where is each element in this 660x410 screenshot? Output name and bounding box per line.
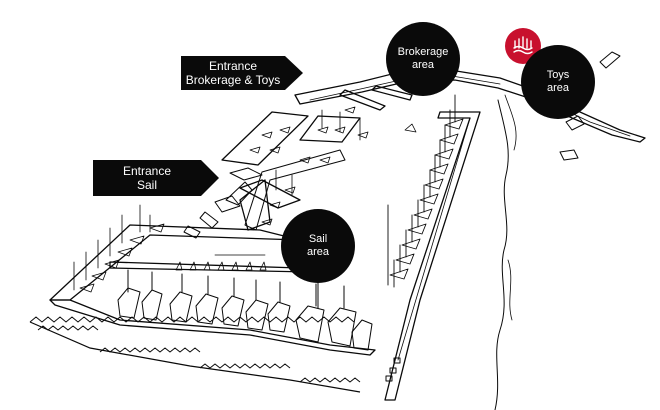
east-quay-boats (387, 94, 464, 288)
south-mole (109, 261, 311, 273)
central-boats (249, 106, 369, 226)
south-breakwater-zigzag (29, 316, 361, 393)
pontoon-middle (239, 179, 301, 209)
sign-line-1: Entrance (122, 164, 172, 178)
area-line-2: area (306, 246, 330, 258)
brokerage-jetty-2 (371, 85, 413, 101)
pontoon-sail-left (239, 179, 271, 231)
coastline (494, 99, 509, 410)
brokerage-jetty (339, 89, 386, 111)
pontoon-north-2 (299, 115, 361, 143)
entrance-brokerage-toys-sign: Entrance Brokerage & Toys (181, 56, 303, 90)
coastline-detail (504, 94, 517, 321)
area-line-1: Brokerage (397, 46, 449, 58)
south-berth-boats (117, 269, 373, 351)
sign-line-1: Entrance (208, 59, 258, 73)
west-basin-boats (73, 204, 267, 293)
area-line-2: area (411, 59, 435, 71)
area-line-1: Toys (546, 69, 570, 81)
toys-area-boats (559, 51, 621, 161)
area-line-1: Sail (308, 233, 328, 245)
sign-line-2: Sail (136, 178, 157, 192)
sign-line-2: Brokerage & Toys (185, 73, 281, 87)
area-line-2: area (546, 82, 570, 94)
west-basin (49, 224, 301, 301)
entrance-sail-sign: Entrance Sail (93, 160, 219, 196)
shore-posts (385, 357, 401, 382)
pontoon-north (221, 111, 309, 166)
buildings (183, 167, 263, 239)
west-basin-bottom (49, 299, 376, 356)
wave-crown-logo-icon (513, 36, 533, 55)
jetty-boat (404, 123, 417, 133)
brokerage-area-marker: Brokerage area (386, 22, 460, 96)
east-quay-edge (397, 117, 471, 361)
east-quay (384, 111, 481, 401)
toys-area-marker: Toys area (521, 45, 595, 119)
sail-area-marker: Sail area (281, 209, 355, 283)
